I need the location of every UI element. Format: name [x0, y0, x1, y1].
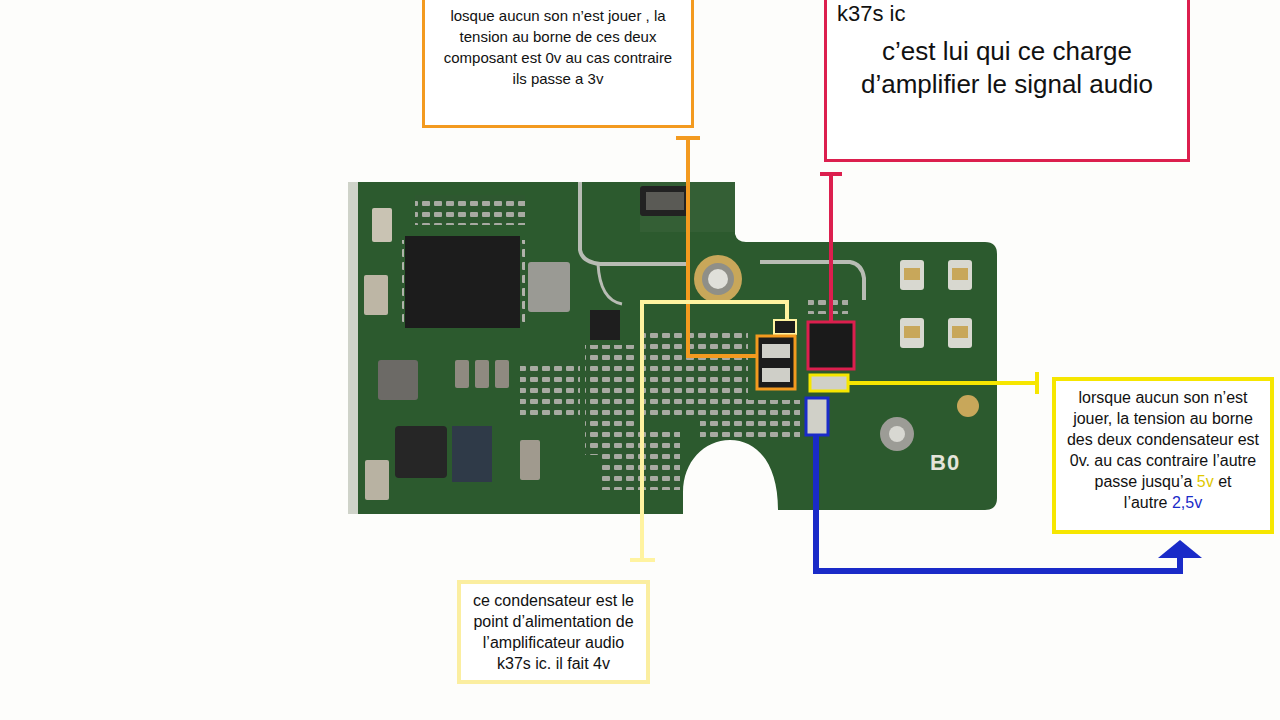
callout-text: losque aucun son n’est jouer , la tensio… — [435, 5, 681, 89]
part-name: k37s ic — [837, 1, 1177, 27]
callout-text: 5v — [1197, 473, 1214, 490]
circuit-board — [348, 182, 997, 514]
callout-text: c’est lui qui ce charge d’amplifier le s… — [837, 35, 1177, 101]
callout-box: k37s ic c’est lui qui ce charge d’amplifi… — [824, 0, 1190, 162]
silkscreen-label: B0 — [930, 450, 960, 476]
callout-text: ce condensateur est le point d’alimentat… — [467, 590, 640, 674]
callout-text: 2,5v — [1172, 494, 1202, 511]
callout-paragraph: lorsque aucun son n’est jouer, la tensio… — [1062, 387, 1264, 513]
arrow-head — [1158, 540, 1202, 558]
callout-box: ce condensateur est le point d’alimentat… — [457, 580, 650, 684]
callout-box: lorsque aucun son n’est jouer, la tensio… — [1052, 377, 1274, 534]
callout-box: losque aucun son n’est jouer , la tensio… — [422, 0, 694, 128]
highlight-marks — [757, 320, 854, 435]
